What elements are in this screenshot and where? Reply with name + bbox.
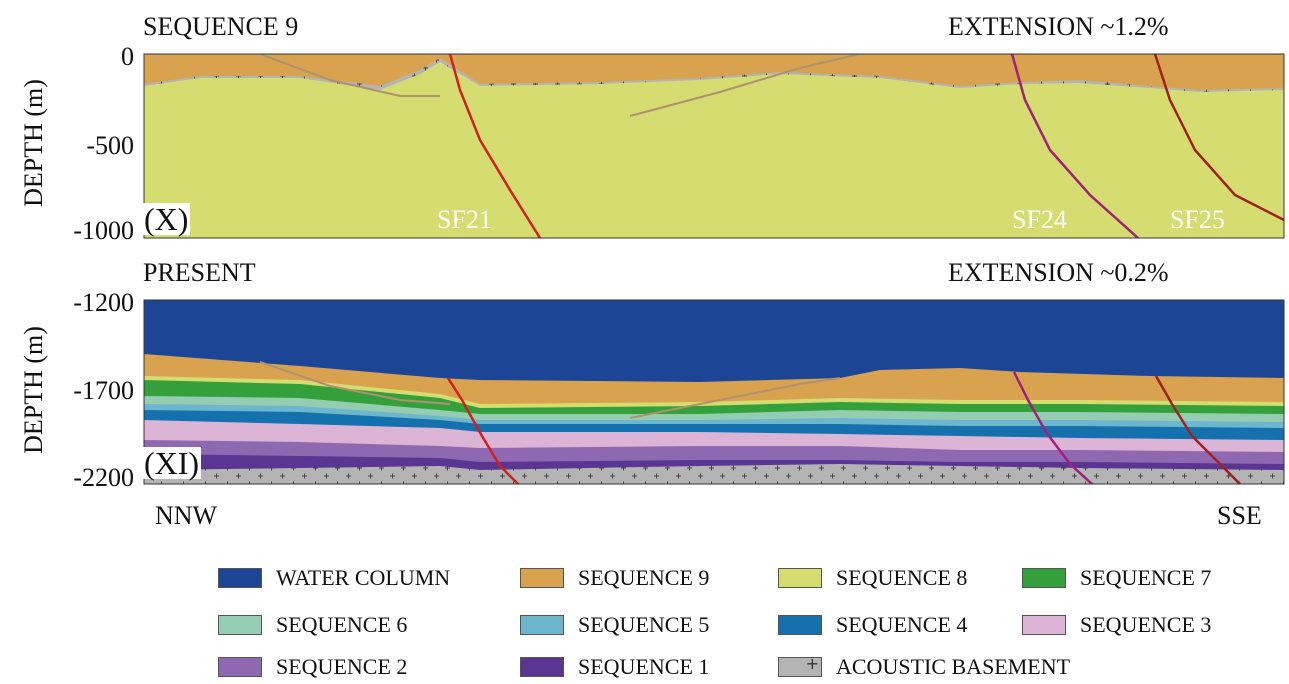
legend-label: SEQUENCE 1 bbox=[578, 654, 710, 679]
panel-label: (XI) bbox=[142, 445, 202, 481]
legend-label: SEQUENCE 4 bbox=[836, 612, 968, 637]
legend-label: SEQUENCE 3 bbox=[1080, 612, 1212, 637]
direction-right-label: SSE bbox=[1217, 501, 1262, 530]
legend-swatch bbox=[1022, 615, 1066, 635]
legend-label: SEQUENCE 9 bbox=[578, 565, 710, 590]
extension-label: EXTENSION ~0.2% bbox=[948, 258, 1169, 287]
panel-title: PRESENT bbox=[143, 258, 256, 287]
legend-swatch bbox=[778, 615, 822, 635]
tick-label: 0 bbox=[121, 42, 134, 71]
legend-swatch bbox=[1022, 568, 1066, 588]
legend-swatch bbox=[218, 657, 262, 677]
sequence-8-layer bbox=[144, 62, 1284, 238]
legend-item-sequence-2: SEQUENCE 2 bbox=[218, 656, 407, 678]
legend-label: WATER COLUMN bbox=[276, 565, 451, 590]
legend-swatch: + bbox=[778, 654, 822, 677]
tick-label: -1700 bbox=[73, 376, 134, 405]
panel-label: (X) bbox=[142, 201, 191, 237]
legend-item-acoustic-basement: + ACOUSTIC BASEMENT bbox=[778, 654, 1071, 679]
tick-label: -500 bbox=[86, 131, 134, 160]
legend-label: SEQUENCE 6 bbox=[276, 612, 408, 637]
fault-sf25 bbox=[1154, 375, 1241, 484]
horizon-line bbox=[259, 361, 451, 405]
legend-swatch bbox=[520, 568, 564, 588]
legend-item-sequence-3: SEQUENCE 3 bbox=[1022, 614, 1211, 636]
fault-sf25 bbox=[1153, 54, 1284, 222]
legend-swatch bbox=[218, 615, 262, 635]
horizon-line bbox=[629, 377, 841, 419]
fault-sf24 bbox=[1010, 54, 1139, 238]
legend-swatch bbox=[778, 568, 822, 588]
legend-swatch bbox=[520, 615, 564, 635]
section-panel-xi bbox=[144, 300, 1284, 484]
fault-label: SF25 bbox=[1170, 205, 1225, 234]
legend-label: ACOUSTIC BASEMENT bbox=[836, 654, 1071, 679]
fault-label: SF24 bbox=[1012, 205, 1067, 234]
legend-item-water-column: WATER COLUMN bbox=[218, 567, 450, 589]
tick-label: -2200 bbox=[73, 463, 134, 492]
legend-item-sequence-5: SEQUENCE 5 bbox=[520, 614, 709, 636]
legend-item-sequence-9: SEQUENCE 9 bbox=[520, 567, 709, 589]
fault-sf24 bbox=[1012, 371, 1093, 484]
section-panel-x bbox=[144, 54, 1284, 238]
direction-left-label: NNW bbox=[155, 501, 218, 530]
legend-item-sequence-7: SEQUENCE 7 bbox=[1022, 567, 1211, 589]
fault-label: SF21 bbox=[437, 205, 492, 234]
legend-swatch bbox=[520, 657, 564, 677]
tick-label: -1200 bbox=[73, 288, 134, 317]
horizon-line bbox=[259, 54, 440, 97]
extension-label: EXTENSION ~1.2% bbox=[948, 12, 1169, 41]
legend-item-sequence-6: SEQUENCE 6 bbox=[218, 614, 407, 636]
tick-label: -1000 bbox=[73, 216, 134, 245]
fault-sf21 bbox=[448, 54, 542, 238]
legend-swatch bbox=[218, 568, 262, 588]
legend-label: SEQUENCE 7 bbox=[1080, 565, 1212, 590]
legend-item-sequence-8: SEQUENCE 8 bbox=[778, 567, 967, 589]
panel-frame bbox=[143, 53, 1285, 239]
plus-icon: + bbox=[805, 654, 819, 673]
panel-title: SEQUENCE 9 bbox=[143, 12, 299, 41]
legend-item-sequence-4: SEQUENCE 4 bbox=[778, 614, 967, 636]
legend-item-sequence-1: SEQUENCE 1 bbox=[520, 656, 709, 678]
sequence-9-layer bbox=[144, 54, 1284, 90]
legend-label: SEQUENCE 2 bbox=[276, 654, 408, 679]
panel-frame bbox=[143, 299, 1285, 485]
acoustic-basement-top bbox=[144, 464, 1284, 484]
legend-label: SEQUENCE 5 bbox=[578, 612, 710, 637]
legend-label: SEQUENCE 8 bbox=[836, 565, 968, 590]
fault-sf21 bbox=[446, 377, 519, 484]
horizon-line bbox=[629, 54, 861, 117]
